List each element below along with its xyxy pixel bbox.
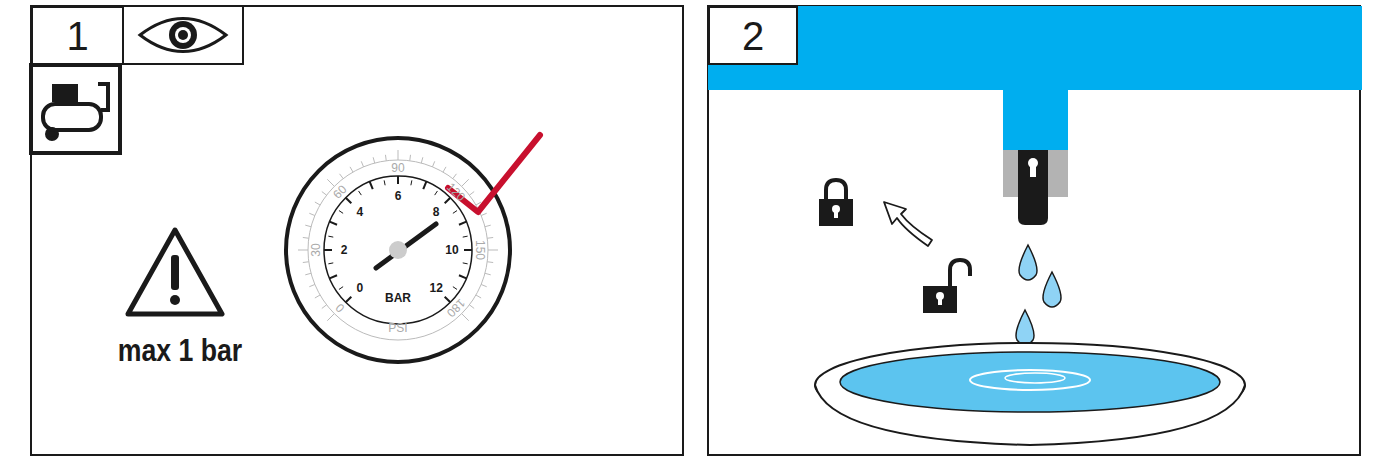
gauge-tick [303,261,309,263]
gauge-tick [384,180,386,185]
gauge-needle [376,224,436,268]
gauge-tick [463,262,468,264]
gauge-tick [432,161,434,167]
gauge-tick [423,182,426,189]
turn-arrow [884,202,932,246]
gauge-tick [305,225,311,227]
eye-icon [140,19,226,52]
gauge-tick [315,202,320,205]
unit-label: BAR [385,292,411,304]
gauge-tick [476,295,481,298]
unit-label: PSI [388,322,407,334]
pressure-gauge [286,138,510,362]
psi-scale-number: 90 [391,162,404,174]
gauge-tick [324,249,332,251]
gauge-tick [397,176,399,184]
gauge-tick [487,237,493,239]
gauge-tick [488,250,498,251]
gauge-tick [435,191,438,195]
bar-scale-number: 2 [341,244,348,256]
bar-scale-number: 0 [356,282,363,294]
drain-pipe [1003,89,1068,151]
gauge-tick [359,191,362,195]
water-drops [1016,245,1061,345]
gauge-tick [328,236,333,238]
step-number-box: 1 [31,6,124,65]
open-lock [923,260,970,313]
drain-valve [1018,150,1048,225]
gauge-tick [398,150,399,160]
gauge-tick [459,275,466,278]
gauge-tick [445,198,451,204]
bar-scale-number: 6 [395,190,402,202]
gauge-tick [485,273,491,275]
psi-scale-number: 150 [474,240,486,260]
gauge-tick [459,222,466,225]
gauge-tick [327,179,334,186]
step-number: 2 [742,16,764,56]
gauge-tick [322,192,327,196]
gauge-tick [443,167,446,172]
gauge-tick [487,261,493,263]
eye-icon-box [123,6,243,64]
step-number: 1 [66,16,88,56]
gauge-tick [330,275,337,278]
gauge-tick [298,250,308,251]
step-number-box: 2 [708,6,798,65]
gauge-tick [409,155,411,161]
gauge-tick [453,287,457,290]
check-mark [448,135,540,212]
gauge-tick [330,222,337,225]
gauge-tick [453,174,457,179]
bar-scale-number: 4 [356,206,363,218]
gauge-tick [328,262,333,264]
gauge-tick [373,157,375,163]
bar-scale-number: 8 [433,206,440,218]
panel-frame [31,6,683,455]
gauge-tick [385,155,387,161]
gauge-tick [309,213,315,215]
gauge-tick [421,157,423,163]
gauge-tick [339,287,343,290]
compressor-icon [43,84,108,139]
bar-scale-number: 12 [429,282,442,294]
pressure-limit-note: max 1 bar [118,335,242,366]
gauge-tick [346,198,352,204]
gauge-tick [410,180,412,185]
gauge-tick [485,225,491,227]
gauge-tick [315,295,320,298]
gauge-tick [370,182,373,189]
gauge-tick [464,249,472,251]
gauge-tick [305,273,311,275]
gauge-tick [327,314,334,321]
gauge-tick [361,161,363,167]
gauge-tick [350,167,353,172]
gauge-tick [469,192,474,196]
gauge-tick [453,211,457,214]
collecting-dish [815,343,1245,445]
psi-scale-number: 30 [310,243,322,256]
gauge-tick [463,236,468,238]
gauge-tick [303,237,309,239]
gauge-tick [339,211,343,214]
water-tank [708,6,1362,90]
gauge-tick [462,179,469,186]
warning-triangle [128,230,222,314]
gauge-tick [322,305,327,309]
compressor-icon-box [31,65,120,153]
gauge-tick [481,284,487,286]
gauge-tick [309,284,315,286]
gauge-tick [462,314,469,321]
gauge-tick [481,213,487,215]
gauge-tick [445,297,451,303]
bar-scale-number: 10 [445,244,458,256]
closed-lock [819,180,853,226]
gauge-tick [346,297,352,303]
gauge-tick [340,174,344,179]
gauge-tick [469,305,474,309]
